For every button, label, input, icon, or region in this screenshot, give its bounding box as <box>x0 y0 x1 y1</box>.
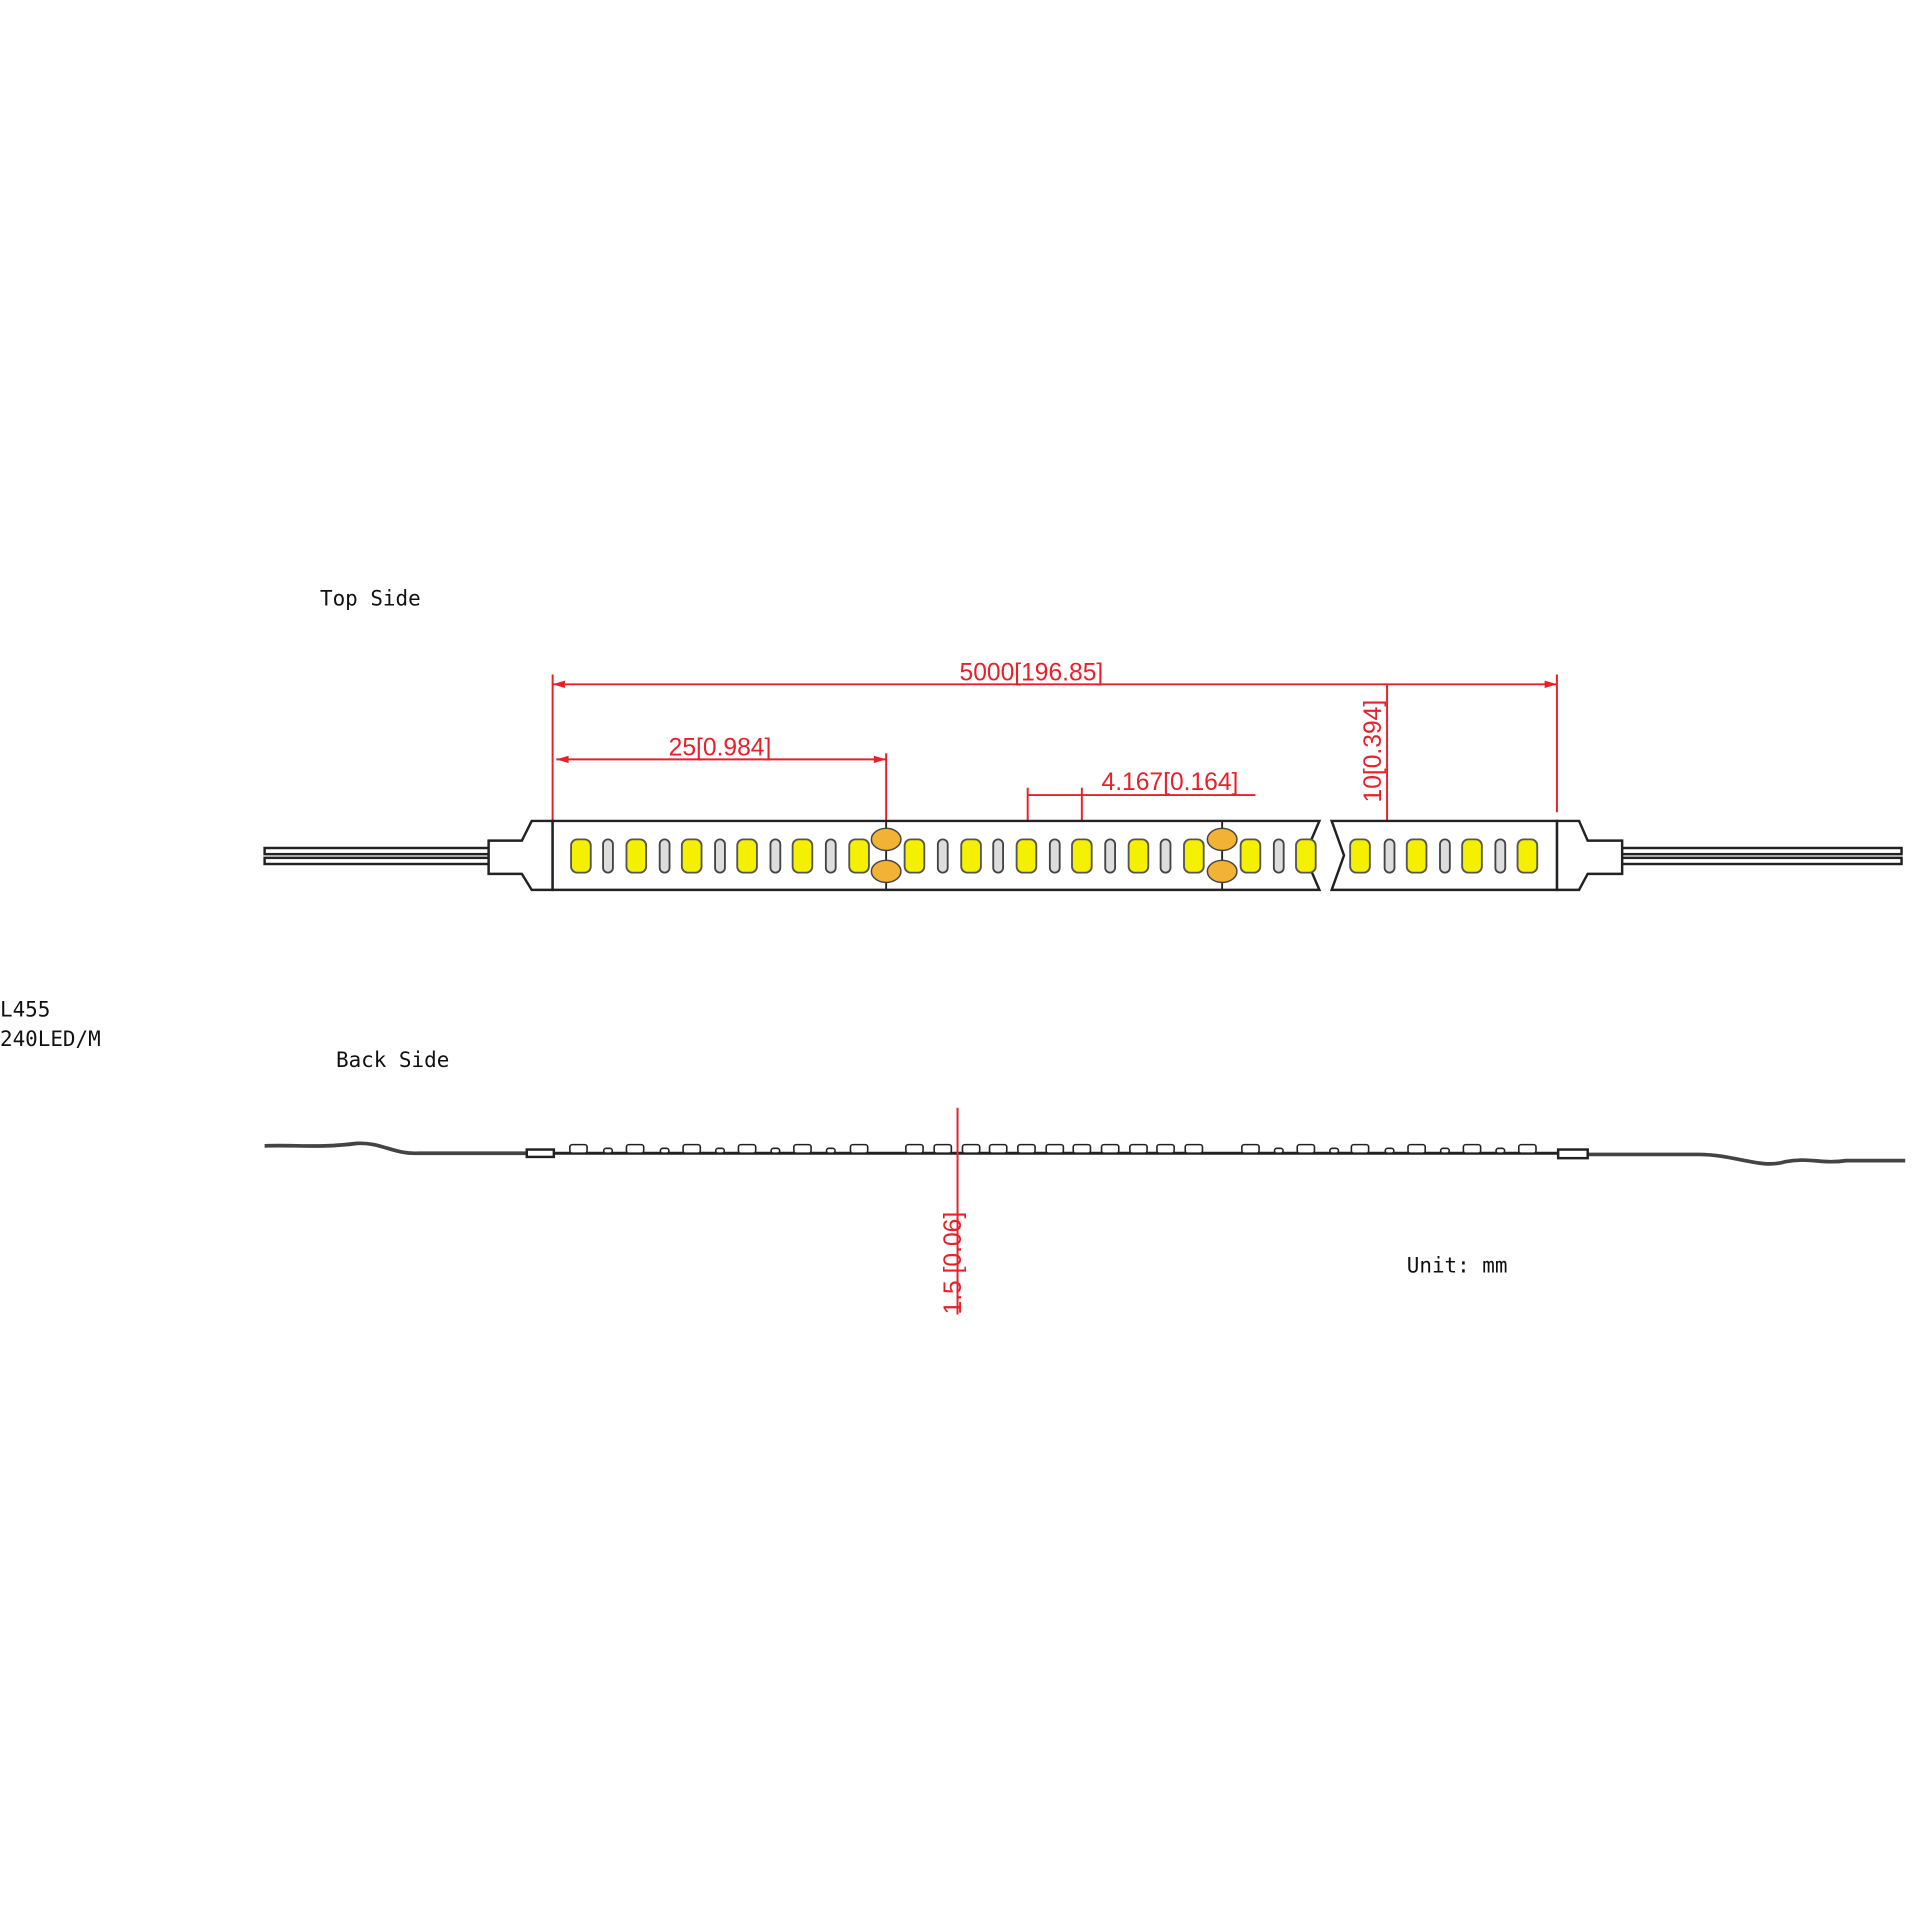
led-chip <box>1183 838 1205 874</box>
back-component <box>933 1143 953 1155</box>
back-component <box>1439 1147 1451 1155</box>
resistor <box>769 838 782 874</box>
right-connector <box>1555 819 1624 892</box>
back-component <box>1384 1147 1395 1155</box>
back-component <box>1017 1143 1036 1155</box>
back-component <box>1296 1143 1316 1155</box>
back-component <box>1495 1147 1506 1155</box>
back-component <box>602 1147 614 1155</box>
resistor <box>1048 838 1061 874</box>
back-component <box>1100 1143 1120 1155</box>
back-component <box>569 1143 588 1155</box>
resistor <box>1439 838 1451 874</box>
left-connector <box>487 819 554 892</box>
led-chip <box>848 838 870 874</box>
resistor <box>1383 838 1396 874</box>
density-label: 240LED/M <box>0 1027 101 1051</box>
solder-pad <box>1206 827 1238 852</box>
resistor <box>658 838 671 874</box>
led-chip <box>1516 838 1539 874</box>
led-chip <box>791 838 814 874</box>
led-chip <box>625 838 648 874</box>
solder-pad <box>870 859 902 884</box>
led-chip <box>1405 838 1428 874</box>
resistor <box>602 838 614 874</box>
led-chip <box>1127 838 1150 874</box>
back-component <box>1517 1143 1537 1155</box>
resistor <box>1272 838 1285 874</box>
back-component <box>1156 1143 1175 1155</box>
led-chip <box>1295 838 1317 874</box>
resistor <box>992 838 1004 874</box>
back-component <box>1045 1143 1065 1155</box>
back-component <box>961 1143 981 1155</box>
top-side-label: Top Side <box>320 587 421 611</box>
led-pitch-text: 4.167[0.164] <box>1102 769 1239 796</box>
solder-pad <box>870 827 902 852</box>
back-component <box>849 1143 869 1155</box>
led-chip <box>960 838 982 874</box>
led-chip <box>1015 838 1038 874</box>
dimension-cut-length: 25[0.984] <box>556 735 888 823</box>
back-component <box>770 1147 781 1155</box>
thickness-text: 1.5 [0.06] <box>940 1212 967 1315</box>
back-side-label: Back Side <box>336 1048 449 1072</box>
led-chip <box>736 838 758 874</box>
cut-length-text: 25[0.984] <box>669 735 772 762</box>
back-component <box>1350 1143 1370 1155</box>
top-strip <box>263 819 1903 892</box>
back-component <box>659 1147 670 1155</box>
resistor <box>824 838 837 874</box>
dimension-width: 10[0.394] <box>1360 684 1389 889</box>
back-component <box>1407 1143 1427 1155</box>
back-component <box>825 1147 836 1155</box>
model-label: L455 <box>0 998 50 1022</box>
back-component <box>1329 1147 1340 1155</box>
unit-label: Unit: mm <box>1407 1254 1508 1278</box>
width-text: 10[0.394] <box>1360 700 1387 803</box>
led-chip <box>903 838 926 874</box>
back-component <box>1072 1143 1092 1155</box>
back-component <box>625 1143 645 1155</box>
back-component <box>1273 1147 1284 1155</box>
led-chip <box>1071 838 1093 874</box>
solder-pad <box>1206 859 1238 884</box>
resistor <box>1104 838 1116 874</box>
back-component <box>1129 1143 1148 1155</box>
back-component <box>714 1147 726 1155</box>
led-chip <box>1349 838 1371 874</box>
back-component <box>988 1143 1008 1155</box>
led-chip <box>680 838 703 874</box>
back-component <box>1462 1143 1482 1155</box>
back-component <box>1241 1143 1260 1155</box>
back-component <box>1184 1143 1204 1155</box>
led-chip <box>1461 838 1483 874</box>
back-strip: 1.5 [0.06] <box>264 1107 1906 1315</box>
resistor <box>1159 838 1172 874</box>
resistor <box>1494 838 1507 874</box>
back-component <box>905 1143 924 1155</box>
back-component <box>737 1143 757 1155</box>
dimension-total-length: 5000[196.85] <box>551 660 1558 823</box>
total-length-text: 5000[196.85] <box>960 660 1104 687</box>
led-chip <box>570 838 592 874</box>
resistor <box>936 838 949 874</box>
led-chip <box>1239 838 1262 874</box>
back-component <box>682 1143 702 1155</box>
dimension-led-pitch: 4.167[0.164] <box>1026 769 1256 850</box>
back-component <box>793 1143 812 1155</box>
resistor <box>714 838 726 874</box>
